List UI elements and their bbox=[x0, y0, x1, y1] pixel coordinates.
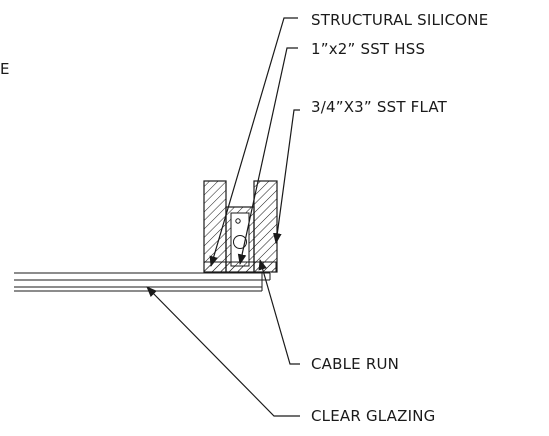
label-sst-hss: 1”x2” SST HSS bbox=[311, 40, 425, 58]
clear-glazing-panel bbox=[14, 272, 271, 292]
leader-sst-hss bbox=[237, 47, 298, 266]
label-sst-flat: 3/4”X3” SST FLAT bbox=[311, 98, 448, 116]
left-label-fragment: E bbox=[0, 60, 10, 78]
leader-clear-glazing bbox=[146, 286, 300, 417]
label-cable-run: CABLE RUN bbox=[311, 355, 399, 373]
sst-hss-tube bbox=[225, 206, 255, 273]
leader-cable-run bbox=[258, 258, 300, 365]
right-sst-flat-bar bbox=[253, 180, 278, 273]
leader-structural-silicone bbox=[209, 17, 298, 268]
label-clear-glazing: CLEAR GLAZING bbox=[311, 407, 436, 425]
label-structural-silicone: STRUCTURAL SILICONE bbox=[311, 11, 488, 29]
leader-sst-flat bbox=[273, 109, 300, 245]
